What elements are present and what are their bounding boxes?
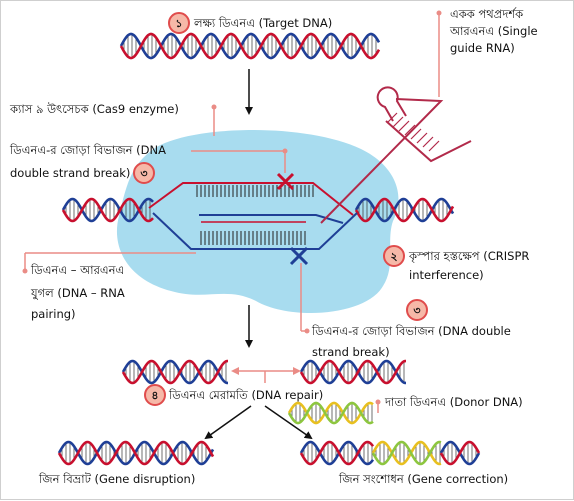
unwound-target-region: [148, 182, 358, 250]
step-badge-4: ৪: [144, 384, 166, 406]
branch-arrow-left: [204, 405, 252, 440]
svg-text:১: ১: [175, 17, 182, 30]
svg-text:৪: ৪: [151, 389, 158, 402]
broken-dna-right-helix: [299, 359, 406, 385]
label-target-dna: লক্ষ্য ডিএনএ (Target DNA): [193, 16, 332, 30]
disruption-dna-helix: [57, 440, 215, 466]
sgrna-hairpin: [320, 86, 472, 224]
cut-mark-top-icon: [276, 172, 295, 191]
step-badge-3-top: ৩: [133, 162, 155, 184]
dna-helices: [57, 32, 481, 466]
label-donor-dna: দাতা ডিএনএ (Donor DNA): [384, 395, 523, 409]
label-sgrna-line1: একক পথপ্রদর্শক: [450, 7, 524, 21]
correction-dna-right-helix: [439, 440, 481, 466]
cut-mark-bottom-icon: [289, 246, 309, 266]
target-dna-helix: [119, 32, 381, 60]
label-dna-repair: ডিএনএ মেরামতি (DNA repair): [168, 388, 323, 402]
branch-arrow-right: [264, 405, 313, 440]
label-pairing-line1: ডিএনএ – আরএনএ: [30, 263, 124, 277]
correction-dna-left-helix: [299, 440, 375, 466]
label-crispr-line2: interference): [409, 268, 484, 282]
step-badge-2: ২: [383, 245, 405, 267]
label-crispr-line1: কৃস্পার হস্তক্ষেপ (CRISPR: [408, 249, 529, 264]
label-dsb-bottom-line1: ডিএনএ-র জোড়া বিভাজন (DNA double: [311, 324, 511, 338]
label-dsb-top-line2: double strand break): [10, 166, 130, 180]
rna-dna-pairing-ticks-bottom: [200, 231, 306, 245]
label-sgrna-line2: আরএনএ (Single: [449, 24, 538, 38]
pointer-lines: [22, 10, 442, 413]
broken-dna-left-helix: [121, 359, 228, 385]
label-cas9: ক্যাস ৯ উৎসেচক (Cas9 enzyme): [9, 102, 179, 116]
label-gene-correction: জিন সংশোধন (Gene correction): [338, 472, 508, 486]
label-dsb-top-line1: ডিএনএ-র জোড়া বিভাজন (DNA: [9, 143, 166, 157]
cas9-left-dna-helix: [61, 197, 154, 223]
label-pairing-line3: pairing): [31, 307, 76, 321]
donor-dna-helix: [287, 401, 374, 425]
correction-dna-donor-segment: [371, 440, 442, 466]
cas9-right-dna-helix: [354, 197, 455, 223]
label-dsb-bottom-line2: strand break): [312, 345, 390, 359]
label-pairing-line2: যুগল (DNA – RNA: [30, 286, 125, 301]
rna-dna-pairing-ticks-top: [196, 185, 314, 197]
svg-text:৩: ৩: [413, 304, 420, 317]
step-badge-1: ১: [168, 12, 190, 34]
step-badge-3-bottom: ৩: [406, 299, 428, 321]
label-gene-disruption: জিন বিভ্রাট (Gene disruption): [38, 472, 195, 486]
label-sgrna-line3: guide RNA): [450, 41, 515, 55]
svg-text:৩: ৩: [140, 167, 147, 180]
svg-text:২: ২: [390, 250, 397, 263]
